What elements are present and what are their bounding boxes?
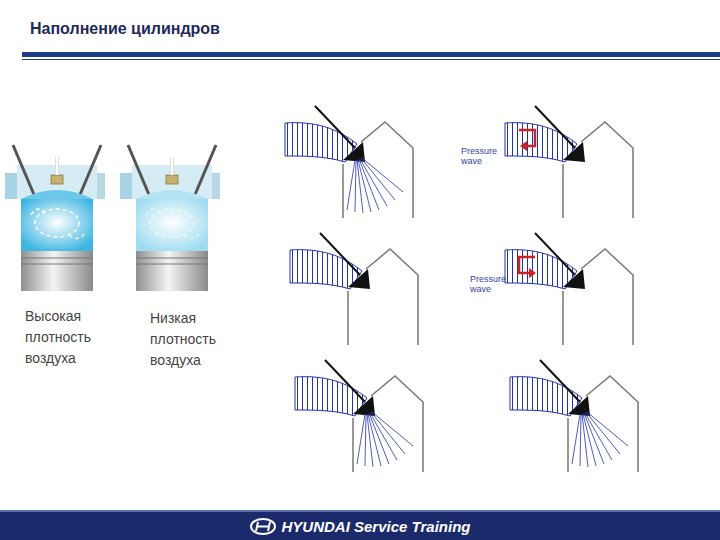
brand-logo [250, 518, 276, 535]
title-rule [22, 52, 720, 57]
port-panel [510, 360, 638, 472]
footer-text: HYUNDAI Service Training [282, 518, 471, 535]
footer-band: HYUNDAI Service Training [0, 510, 720, 540]
cylinder-low-density [120, 145, 220, 291]
cylinder-caption: Высокая плотность воздуха [25, 306, 117, 369]
port-panel [505, 106, 633, 218]
wave-label: Pressure wave [461, 146, 501, 166]
port-panel [290, 233, 418, 345]
port-panel [285, 106, 413, 218]
port-panel [295, 360, 423, 472]
title-rule [22, 59, 720, 60]
slide-title: Наполнение цилиндров [30, 20, 220, 38]
wave-label: Pressure wave [470, 274, 510, 294]
cylinder-caption: Низкая плотность воздуха [150, 308, 242, 371]
port-panel [505, 233, 633, 345]
cylinder-high-density [5, 145, 105, 291]
